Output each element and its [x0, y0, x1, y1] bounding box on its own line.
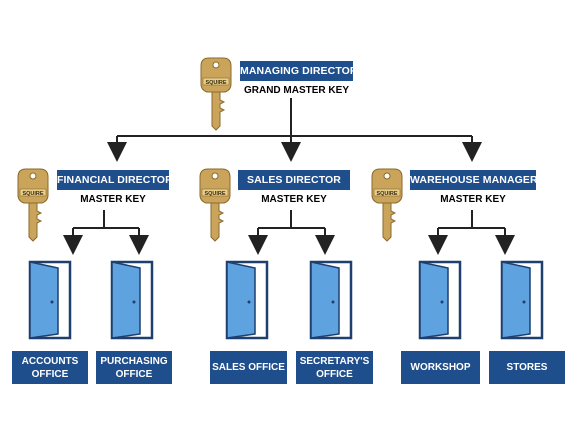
key-icon: SQUIRE [200, 57, 232, 131]
open-door-icon [418, 260, 462, 340]
grand-master-key-label: GRAND MASTER KEY [243, 85, 349, 96]
key-icon: SQUIRE [199, 168, 231, 242]
open-door-icon [500, 260, 544, 340]
svg-text:SQUIRE: SQUIRE [376, 191, 397, 197]
purchasing-office-label: PURCHASING OFFICE [96, 351, 172, 384]
open-door-icon [225, 260, 269, 340]
svg-text:SQUIRE: SQUIRE [205, 80, 226, 86]
svg-text:SQUIRE: SQUIRE [204, 191, 225, 197]
secretarys-office-label: SECRETARY'S OFFICE [296, 351, 373, 384]
master-key-label: MASTER KEY [261, 194, 327, 205]
managing-director-title: MANAGING DIRECTOR [240, 61, 357, 81]
workshop-label: WORKSHOP [401, 351, 480, 384]
financial-director-title: FINANCIAL DIRECTOR [57, 170, 173, 190]
key-icon: SQUIRE [371, 168, 403, 242]
open-door-icon [309, 260, 353, 340]
svg-text:SQUIRE: SQUIRE [22, 191, 43, 197]
key-icon: SQUIRE [17, 168, 49, 242]
stores-label: STORES [489, 351, 565, 384]
warehouse-manager-title: WAREHOUSE MANAGER [410, 170, 538, 190]
accounts-office-label: ACCOUNTS OFFICE [12, 351, 88, 384]
master-key-label: MASTER KEY [80, 194, 146, 205]
master-key-label: MASTER KEY [440, 194, 506, 205]
sales-office-label: SALES OFFICE [210, 351, 287, 384]
sales-director-title: SALES DIRECTOR [238, 170, 350, 190]
open-door-icon [110, 260, 154, 340]
open-door-icon [28, 260, 72, 340]
